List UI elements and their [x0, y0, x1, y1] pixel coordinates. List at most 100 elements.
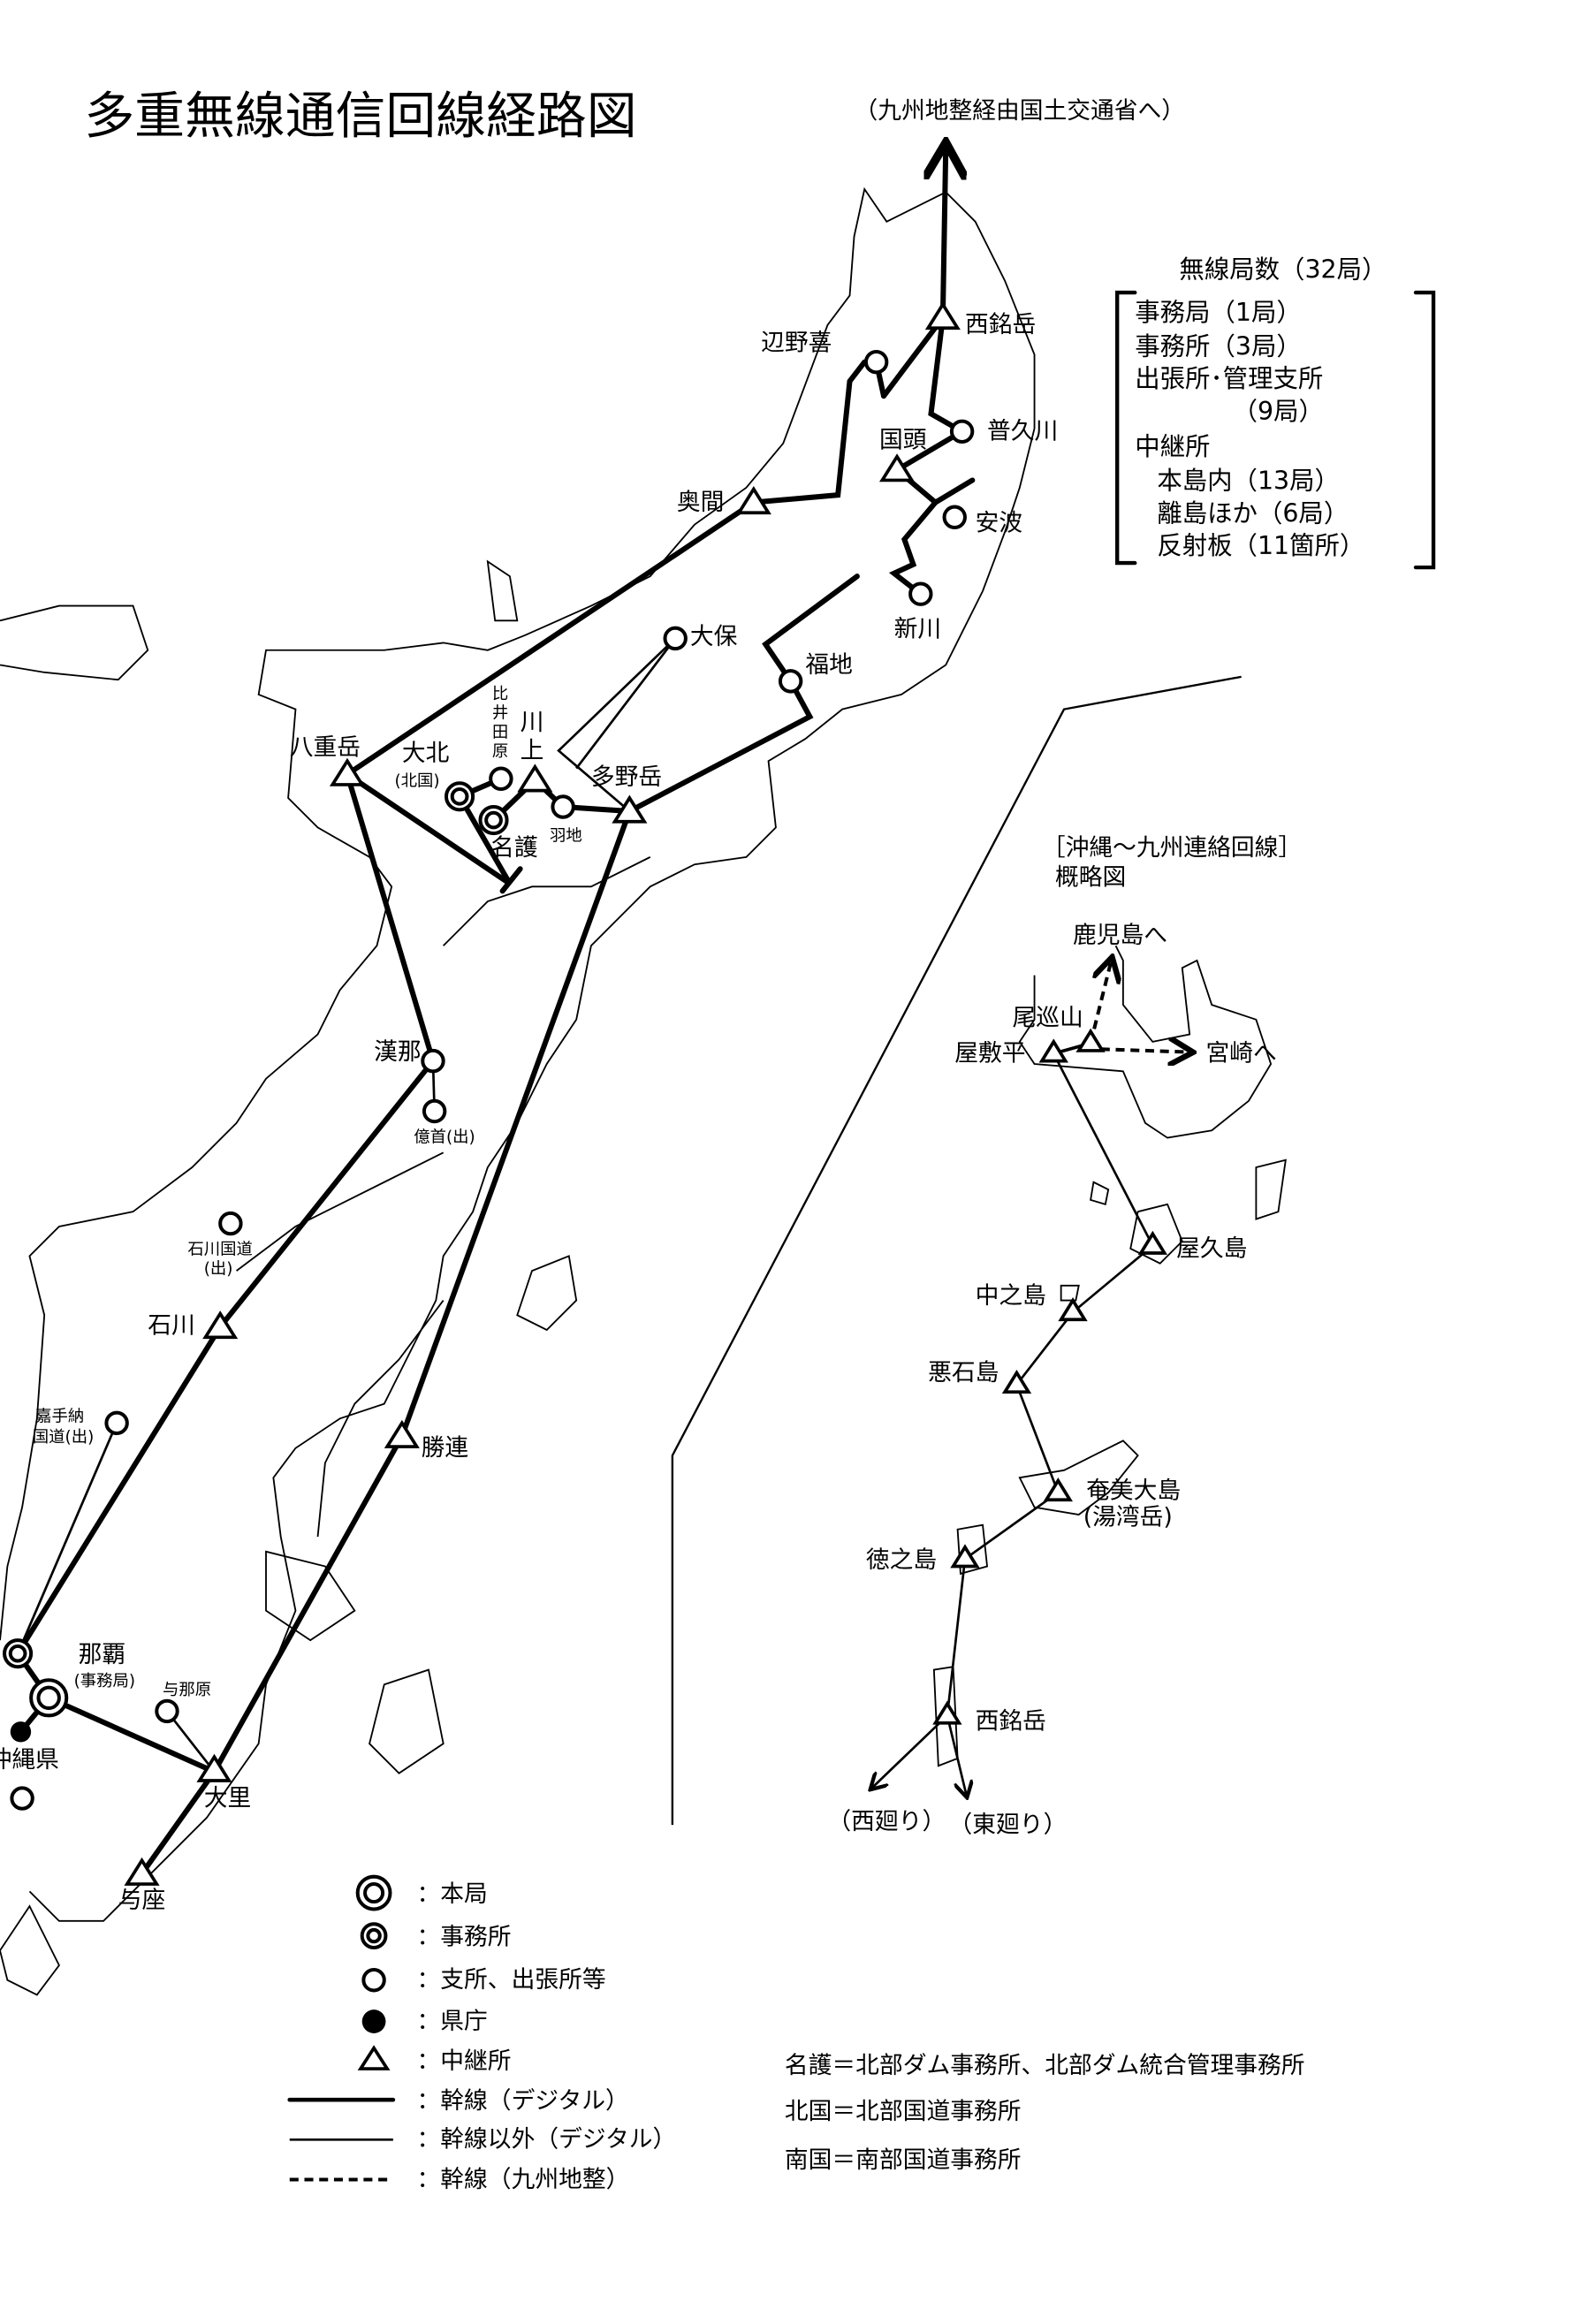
relay-yaedake	[329, 757, 366, 786]
label-ishikawa-kokudo-1: 石川国道	[187, 1241, 253, 1259]
legend-label: ：幹線以外（デジタル）	[417, 2126, 677, 2154]
label-higa-2: 井	[492, 704, 508, 723]
station-count-heading: 無線局数（32局）	[1179, 254, 1387, 284]
label-tanodake: 多野岳	[591, 763, 662, 791]
label-east-route: （東廻り）	[949, 1812, 1068, 1839]
label-arakawa: 新川	[894, 616, 942, 643]
branch-kadena-kokudo	[104, 1410, 129, 1436]
label-okinawa-pref: 沖縄県	[0, 1746, 59, 1774]
legend-label: ：本局	[417, 1880, 488, 1908]
label-west-route: （西廻り）	[827, 1808, 946, 1835]
label-naha-sub: (事務局)	[74, 1672, 135, 1690]
relay-ozato	[196, 1753, 232, 1782]
branch-arakawa	[908, 581, 933, 606]
label-tokunoshima: 徳之島	[866, 1546, 937, 1574]
relay-omeguriyama	[1075, 1028, 1106, 1052]
relay-yakushima	[1137, 1230, 1167, 1255]
legend-label: ：県庁	[417, 2008, 488, 2035]
label-nakanoshima: 中之島	[976, 1282, 1046, 1310]
legend-main-station-icon	[355, 1874, 392, 1911]
branch-benoki	[863, 349, 889, 375]
label-fukuji: 福地	[805, 651, 853, 679]
abbreviation-notes: 名護＝北部ダム事務所、北部ダム統合管理事務所 北国＝北部国道事務所 南国＝南部国…	[785, 2052, 1305, 2174]
legend-office-icon	[360, 1922, 388, 1949]
label-yakushima: 屋久島	[1176, 1234, 1247, 1262]
legend: ：本局 ：事務所 ：支所、出張所等 ：県庁 ：中継所 ：幹線（デジタル） ：幹線…	[287, 1874, 677, 2193]
branch-yonabaru	[155, 1698, 179, 1724]
count-line: 中継所	[1135, 432, 1210, 461]
label-katsuren: 勝連	[422, 1434, 469, 1462]
relay-nishimedake-2	[932, 1700, 962, 1725]
legend-label: ：幹線（九州地整）	[417, 2166, 630, 2193]
relay-amami	[1043, 1478, 1073, 1502]
station-labels: 西銘岳 辺野喜 普久川 国頭 安波 新川 奥間 大保 福地 八重岳 大北 (北国…	[0, 311, 1058, 1914]
label-nishimedake: 西銘岳	[965, 311, 1036, 338]
relay-yoza	[124, 1857, 160, 1886]
prefecture-office	[10, 1721, 32, 1743]
count-line: （9局）	[1233, 397, 1324, 426]
branch-okukubi	[422, 1098, 447, 1124]
relay-katsuren	[384, 1419, 420, 1448]
count-line: 出張所･管理支所	[1135, 364, 1323, 393]
relay-kunigami	[878, 453, 916, 482]
label-yoza: 与座	[118, 1887, 166, 1914]
label-benoki: 辺野喜	[761, 329, 832, 356]
label-okuma: 奥間	[677, 489, 725, 516]
kyushu-title: ［沖縄～九州連絡回線］	[1042, 834, 1302, 862]
relay-akusekijima	[1001, 1369, 1032, 1394]
note: 南国＝南部国道事務所	[785, 2146, 1022, 2174]
label-kagoshima: 鹿児島へ	[1073, 922, 1167, 949]
label-ishikawa-kokudo-2: (出)	[204, 1259, 233, 1278]
label-amami-sub: (湯湾岳)	[1083, 1504, 1173, 1531]
note: 名護＝北部ダム事務所、北部ダム統合管理事務所	[785, 2052, 1305, 2079]
branch-ishikawa-kokudo	[218, 1211, 243, 1236]
branch-taiho	[663, 626, 688, 651]
count-line: 反射板（11箇所）	[1157, 531, 1364, 560]
label-nago: 名護	[490, 834, 538, 862]
label-higa-1: 比	[492, 685, 508, 703]
office-nangoku	[3, 1638, 34, 1669]
label-aha: 安波	[976, 509, 1023, 536]
label-akusekijima: 悪石島	[928, 1359, 999, 1386]
branch-fukugawa	[949, 419, 975, 444]
branch-south	[10, 1786, 34, 1811]
relay-ishikawa	[202, 1310, 239, 1340]
label-okukubi: 億首(出)	[414, 1128, 475, 1147]
relay-tokunoshima	[950, 1544, 980, 1569]
label-ozato: 大里	[204, 1784, 252, 1812]
label-amami: 奄美大島	[1086, 1478, 1181, 1505]
legend-branch-icon	[361, 1968, 386, 1993]
legend-prefecture-icon	[361, 2009, 386, 2033]
label-yonabaru: 与那原	[163, 1681, 211, 1699]
label-higa-3: 田	[492, 723, 508, 741]
branch-kanna	[421, 1048, 445, 1074]
kyushu-inset: ［沖縄～九州連絡回線］ 概略図 鹿児島へ 尾巡山 屋敷平 宮崎へ 屋久島 中之島…	[827, 834, 1302, 1838]
count-line: 事務局（1局）	[1135, 298, 1302, 327]
label-taiho: 大保	[690, 623, 738, 650]
label-kawakami-2: 上	[521, 737, 544, 764]
top-arrow-label: （九州地整経由国土交通省へ）	[855, 97, 1186, 125]
main-station-naha	[29, 1678, 69, 1718]
branch-taihoku	[489, 766, 513, 791]
count-line: 本島内（13局）	[1157, 466, 1340, 495]
office-hokkoku	[445, 781, 475, 812]
relay-kawakami	[517, 763, 553, 793]
stations	[3, 301, 975, 1886]
note: 北国＝北部国道事務所	[785, 2098, 1022, 2125]
branch-aha	[942, 505, 967, 529]
relay-yashikidaira	[1038, 1038, 1068, 1063]
label-kadena-2: 国道(出)	[33, 1428, 94, 1447]
label-ishikawa: 石川	[148, 1311, 195, 1339]
divider-line	[671, 675, 1242, 1826]
branch-haneji	[551, 794, 575, 819]
label-taihoku-sub: (北国)	[394, 772, 439, 791]
label-yaedake: 八重岳	[290, 733, 361, 761]
legend-label: ：幹線（デジタル）	[417, 2087, 629, 2115]
office-nago	[478, 805, 509, 836]
label-naha: 那覇	[79, 1641, 126, 1668]
legend-relay-icon	[357, 2045, 391, 2070]
coastline	[0, 186, 1036, 1996]
legend-label: ：事務所	[417, 1924, 512, 1951]
branch-fukuji	[778, 669, 803, 694]
